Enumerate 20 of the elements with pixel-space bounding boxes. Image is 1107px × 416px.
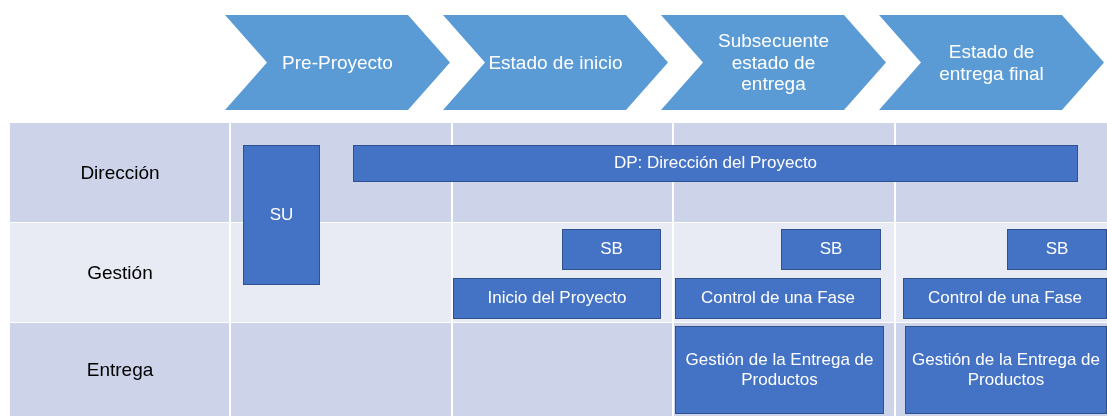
phase-banner: Pre-Proyecto [225, 15, 450, 110]
process-box: SB [562, 229, 661, 270]
process-box: DP: Dirección del Proyecto [353, 145, 1078, 182]
phase-banner: Estado de inicio [443, 15, 668, 110]
row-header: Gestión [86, 260, 154, 285]
process-box: SB [781, 229, 881, 270]
process-box: SB [1007, 229, 1107, 270]
row-band [10, 123, 1107, 222]
phase-banner: Subsecuente estado de entrega [661, 15, 886, 110]
process-box: Gestión de la Entrega de Productos [675, 326, 884, 414]
process-box: SU [243, 145, 320, 285]
process-box: Control de una Fase [903, 278, 1107, 319]
process-box: Control de una Fase [675, 278, 881, 319]
phase-banner: Estado de entrega final [879, 15, 1104, 110]
row-band [10, 323, 1107, 416]
row-band [10, 223, 1107, 322]
row-header: Dirección [79, 160, 161, 185]
process-box: Gestión de la Entrega de Productos [905, 326, 1107, 414]
row-header: Entrega [85, 357, 155, 382]
process-box: Inicio del Proyecto [453, 278, 661, 319]
